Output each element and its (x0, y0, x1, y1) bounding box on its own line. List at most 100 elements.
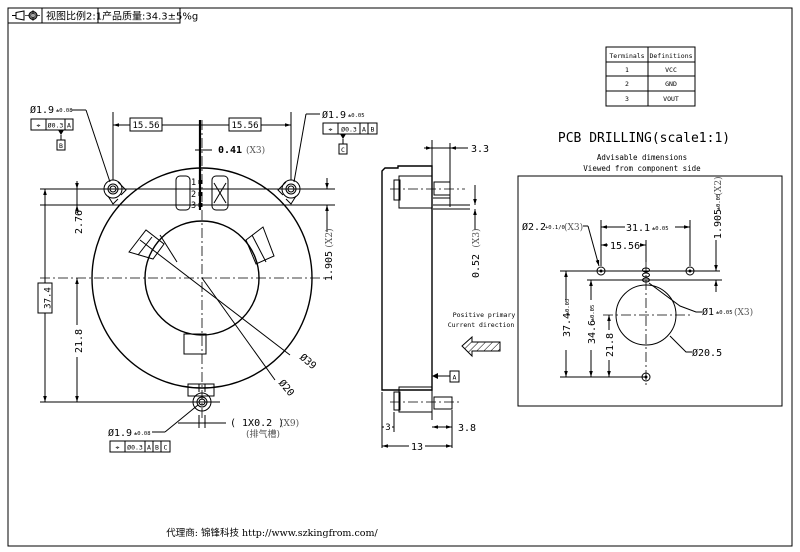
position-symbol: ⌖ (37, 122, 41, 130)
fcf-datum: B (371, 126, 375, 134)
fcf-tolerance: Ø0.3 (48, 122, 64, 130)
table-cell-terminal: 1 (625, 66, 629, 74)
core-tab (128, 229, 165, 260)
pcb-dim-34-6: 34.6 (587, 320, 598, 344)
fcf-datum: B (155, 444, 159, 452)
table-header-definitions: Definitions (649, 52, 692, 60)
table-cell-definition: VOUT (663, 95, 679, 103)
dim-pin-width-qty: (X3) (246, 145, 265, 156)
table-cell-terminal: 2 (625, 80, 629, 88)
terminal-table: Terminals Definitions 1 VCC 2 GND 3 VOUT (605, 46, 696, 107)
fcf-hole-left: ⌖ Ø0.3 A B (30, 118, 74, 151)
front-view: X 1 2 3 (30, 104, 378, 453)
table-cell-definition: GND (665, 80, 677, 88)
mounting-lug-right (277, 179, 301, 205)
pin-1-marker (198, 180, 203, 184)
table-cell-terminal: 3 (625, 95, 629, 103)
fcf-tolerance: Ø0.3 (341, 126, 357, 134)
dim-13: 13 (411, 442, 423, 453)
pin-2-marker (198, 192, 203, 196)
title-block: 视图比例2:1 产品质量:34.3±5%g (7, 7, 198, 24)
dim-37-4: 37.4 (44, 287, 54, 309)
dim-1-905-qty: (X2) (324, 228, 335, 247)
dim-3-3: 3.3 (471, 144, 489, 155)
pcb-subtitle1: Advisable dimensions (597, 153, 687, 162)
pcb-dim-37-4-tol: ±0.05 (565, 299, 571, 316)
scale-label: 视图比例2:1 (46, 10, 102, 23)
groove-note: (排气槽) (246, 428, 280, 440)
pcb-dim-31-1-tol: ±0.05 (652, 226, 669, 232)
fcf-hole-right: ⌖ Ø0.3 A B C (322, 122, 378, 155)
pcb-dim-37-4: 37.4 (562, 313, 573, 337)
weight-label: 产品质量:34.3±5%g (102, 10, 198, 23)
datum-label-c: C (341, 146, 345, 154)
pin-label: 3 (191, 201, 196, 211)
pcb-hole-qty: (X3) (564, 222, 583, 233)
pin-window (211, 175, 229, 211)
dim-1-905: 1.905 (324, 251, 335, 281)
table-header-terminals: Terminals (609, 52, 644, 60)
hole-left-diameter: Ø1.9 (30, 104, 54, 116)
pcb-drilling: PCB DRILLING(scale1:1) Advisable dimensi… (517, 131, 783, 407)
fcf-tolerance: Ø0.3 (127, 444, 143, 452)
side-view: 3.3 (X3) 0.52 Positive primary Current d… (381, 140, 516, 453)
current-note-line1: Positive primary (453, 311, 516, 319)
pcb-title: PCB DRILLING(scale1:1) (558, 131, 730, 146)
pcb-dim-34-6-tol: ±0.05 (590, 305, 596, 322)
hole-left-tolerance: ±0.08 (56, 108, 73, 114)
pin-window (175, 175, 191, 211)
pcb-pin-tolerance: ±0.05 (716, 310, 733, 316)
drawing-border (7, 7, 793, 547)
fcf-hole-bottom: ⌖ Ø0.3 A B C (109, 440, 171, 453)
hole-right-diameter: Ø1.9 (322, 109, 346, 121)
fcf-datum: A (67, 122, 71, 130)
position-symbol: ⌖ (116, 444, 120, 452)
fcf-datum: C (164, 444, 168, 452)
hole-bottom-tolerance: ±0.08 (134, 431, 151, 437)
pcb-dim-21-8: 21.8 (605, 333, 616, 357)
hole-right-tolerance: ±0.05 (348, 113, 365, 119)
current-direction-arrow-icon (461, 335, 501, 358)
core-tab (245, 226, 275, 265)
pcb-dim-1-905: 1.905 (713, 209, 724, 239)
pcb-dim-diameter-20-5: Ø20.5 (692, 347, 722, 359)
dim-3: 3 (385, 423, 390, 433)
datum-a: A (453, 374, 457, 382)
core-tab (183, 333, 207, 355)
pcb-dim-1-905-tol: ±0.05 (716, 194, 722, 211)
dim-3-8-label: 3.8 (458, 423, 476, 434)
pcb-dim-15-56: 15.56 (610, 241, 640, 252)
pcb-frame (517, 175, 783, 407)
groove-dim: ( 1X0.2 ) (230, 418, 284, 429)
first-angle-projection-icon (12, 10, 40, 21)
pin-label: 2 (191, 190, 196, 200)
dim-diameter-39: Ø39 (297, 351, 319, 372)
pcb-pin-qty: (X3) (734, 307, 753, 318)
dim-2-76: 2.76 (74, 210, 85, 234)
pcb-hole-diameter: Ø2.2 (522, 221, 546, 233)
table-cell-definition: VCC (665, 66, 677, 74)
datum-label-b: B (59, 142, 63, 150)
pcb-pin-diameter: Ø1 (702, 306, 714, 318)
groove-qty: (X9) (280, 418, 299, 429)
pcb-dim-1-905-qty: (X2) (713, 176, 724, 195)
pcb-subtitle2: Viewed from component side (583, 164, 701, 173)
dim-pin-width: 0.41 (218, 145, 242, 156)
dim-0-52-qty: (X3) (471, 228, 482, 247)
dim-0-52: 0.52 (471, 254, 482, 278)
dim-15-56-left: 15.56 (132, 121, 159, 131)
pcb-hole-tolerance: +0.1/0 (545, 225, 565, 231)
fcf-datum: A (147, 444, 151, 452)
dim-15-56-right: 15.56 (231, 121, 258, 131)
side-body (381, 165, 433, 391)
mounting-lug-left (103, 179, 127, 205)
hole-bottom-diameter: Ø1.9 (108, 427, 132, 439)
dim-diameter-20: Ø20 (276, 377, 297, 399)
current-note-line2: Current direction (448, 321, 515, 329)
pcb-dim-31-1: 31.1 (626, 223, 650, 234)
pin-label: 1 (191, 178, 196, 188)
dim-21-8: 21.8 (74, 329, 85, 353)
footer-distributor: 代理商: 锦锋科技 http://www.szkingfrom.com/ (166, 527, 378, 539)
fcf-datum: A (362, 126, 366, 134)
